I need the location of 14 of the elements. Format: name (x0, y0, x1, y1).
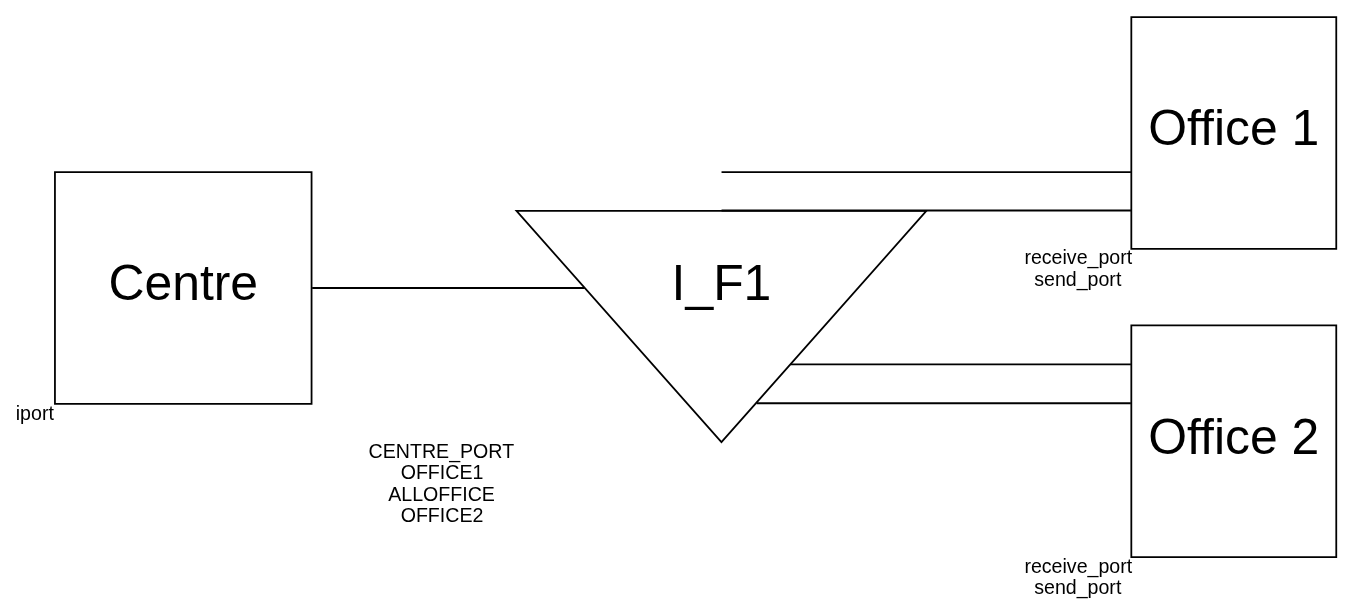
connector (755, 401, 1132, 404)
node-box: Centre (54, 170, 313, 405)
connector (311, 286, 586, 289)
node-box: Office 1 (1130, 15, 1338, 250)
node-box: Office 2 (1130, 324, 1338, 558)
node-label: receive_port (1024, 554, 1133, 577)
node-label: OFFICE2 (400, 503, 484, 526)
node-label: ALLOFFICE (388, 482, 495, 505)
connector (789, 362, 1132, 365)
node-label: receive_port (1024, 245, 1133, 268)
connector (720, 209, 1132, 211)
node-label: iport (15, 401, 54, 424)
node-label: CENTRE_PORT (368, 439, 515, 462)
connector (720, 170, 1132, 173)
